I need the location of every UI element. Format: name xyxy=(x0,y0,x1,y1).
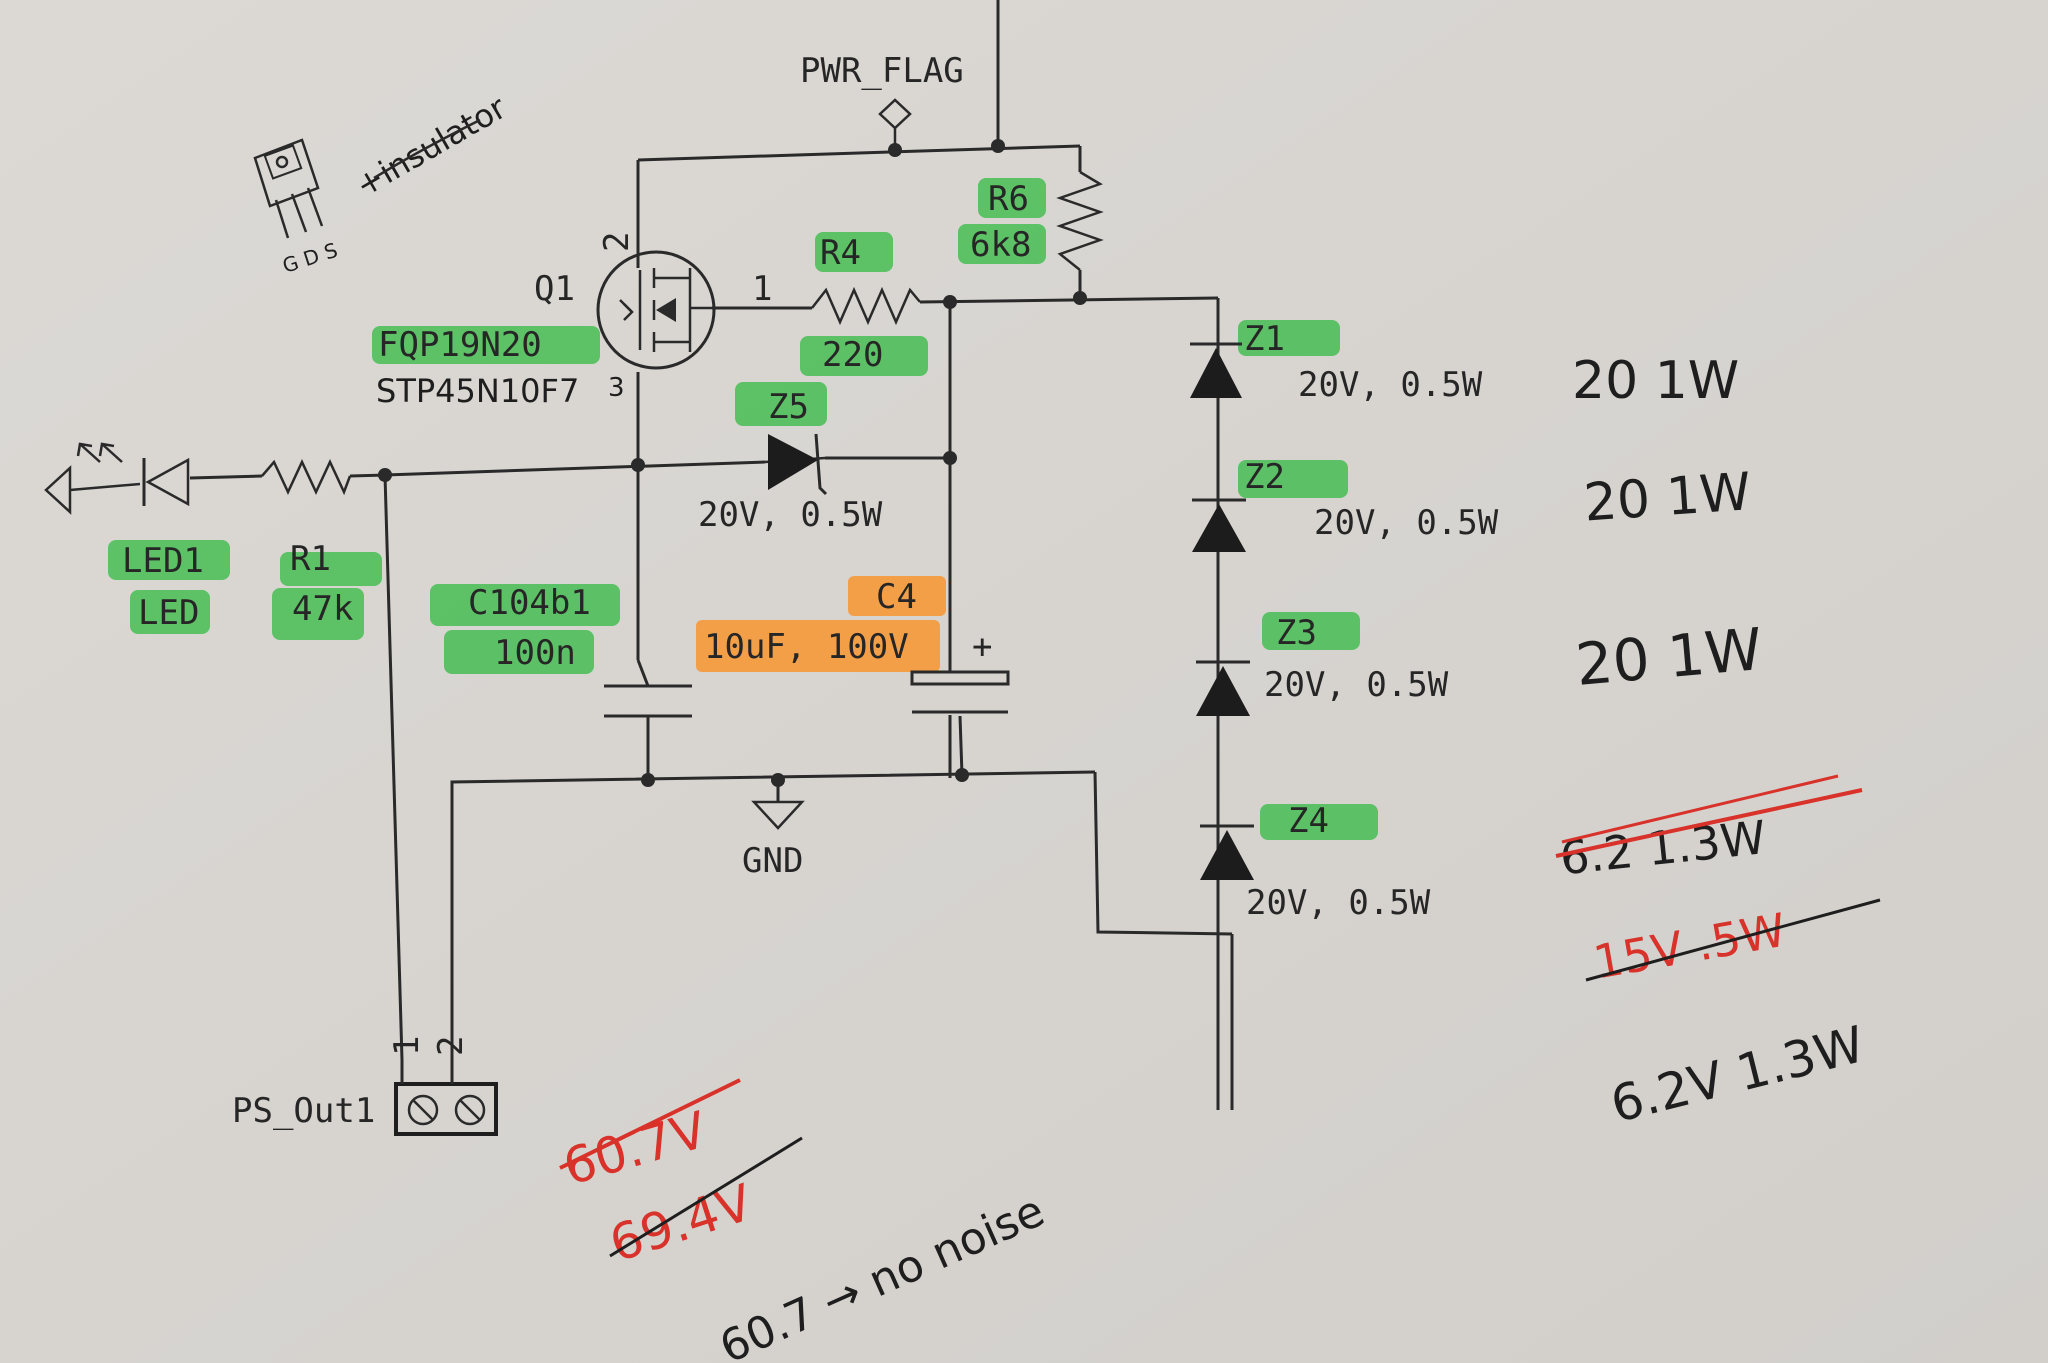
c4-polarity: + xyxy=(972,627,992,667)
z5-rating: 20V, 0.5W xyxy=(698,495,883,535)
q1-alt-part: STP45N10F7 xyxy=(376,372,579,410)
c4-value: 10uF, 100V xyxy=(704,627,909,667)
q1-drain-pin: 2 xyxy=(597,232,637,252)
highlight-z1-ref xyxy=(1238,320,1340,356)
z1-ref: Z1 xyxy=(1244,319,1285,359)
c4-ref: C4 xyxy=(876,577,917,617)
z1-note: 20 1W xyxy=(1572,351,1739,411)
pwr-flag-symbol: PWR_FLAG xyxy=(800,51,964,150)
r6-ref: R6 xyxy=(988,179,1029,219)
capacitor-c4: + C4 10uF, 100V xyxy=(704,577,1010,776)
highlight-c4-value xyxy=(696,620,940,672)
resistor-r1: R1 47k xyxy=(261,459,353,629)
highlight-led-ref xyxy=(108,540,230,580)
highlight-r1-ref xyxy=(280,552,382,586)
highlight-led-value xyxy=(130,590,210,634)
z1-rating: 20V, 0.5W xyxy=(1298,365,1483,405)
highlight-c104b1-value xyxy=(444,630,594,674)
q1-source-pin: 3 xyxy=(608,373,625,403)
highlight-c4-ref xyxy=(848,576,946,616)
highlight-r6-ref xyxy=(978,178,1046,218)
resistor-r4: R4 220 1 xyxy=(752,233,921,375)
highlight-q1-part xyxy=(372,326,600,364)
led-ref: LED1 xyxy=(122,541,204,581)
r1-value: 47k xyxy=(292,589,353,629)
r1-ref: R1 xyxy=(290,539,331,579)
zener-z5: Z5 20V, 0.5W xyxy=(698,387,883,535)
highlight-z5-ref xyxy=(735,382,827,426)
highlight-z2-ref xyxy=(1238,460,1348,498)
highlight-z3-ref xyxy=(1262,612,1360,650)
highlight-r4-ref xyxy=(815,232,893,272)
capacitor-c104b1: C104b1 100n xyxy=(468,583,692,725)
z3-note: 20 1W xyxy=(1573,615,1765,699)
z4-ref: Z4 xyxy=(1288,801,1329,841)
led-value: LED xyxy=(138,593,199,633)
connector-ps-out1: 1 2 PS_Out1 xyxy=(232,1036,498,1136)
r6-value: 6k8 xyxy=(970,225,1031,265)
c104b1-ref: C104b1 xyxy=(468,583,591,623)
q1-part: FQP19N20 xyxy=(378,325,542,365)
zener-z2: Z2 20V, 0.5W xyxy=(1192,457,1499,552)
gnd-symbol: GND xyxy=(742,780,805,881)
r4-ref: R4 xyxy=(820,233,861,273)
z3-rating: 20V, 0.5W xyxy=(1264,665,1449,705)
highlight-z4-ref xyxy=(1260,804,1378,840)
zener-z3: Z3 20V, 0.5W xyxy=(1196,613,1449,716)
highlight-c104b1-ref xyxy=(430,584,620,626)
highlight-r1-value xyxy=(272,588,364,640)
highlight-r4-value xyxy=(800,336,928,376)
r4-value: 220 xyxy=(822,335,883,375)
z2-ref: Z2 xyxy=(1244,457,1285,497)
q1-gate-pin: 1 xyxy=(752,269,772,309)
resistor-r6: R6 6k8 xyxy=(970,170,1104,271)
zener-z1: Z1 20V, 0.5W xyxy=(1190,319,1483,405)
highlight-r6-value xyxy=(958,224,1046,264)
junction-dots xyxy=(378,139,1087,787)
led-1: LED1 LED xyxy=(44,442,204,633)
c104b1-value: 100n xyxy=(494,633,576,673)
z2-note: 20 1W xyxy=(1582,462,1753,534)
pwr-flag-label: PWR_FLAG xyxy=(800,51,964,91)
z5-ref: Z5 xyxy=(768,387,809,427)
mosfet-q1: Q1 FQP19N20 STP45N10F7 3 2 xyxy=(376,232,716,410)
z2-rating: 20V, 0.5W xyxy=(1314,503,1499,543)
q1-ref: Q1 xyxy=(534,269,575,309)
connector-pin1: 1 xyxy=(387,1036,427,1056)
connector-pin2: 2 xyxy=(431,1036,471,1056)
z4-rating: 20V, 0.5W xyxy=(1246,883,1431,923)
z3-ref: Z3 xyxy=(1276,613,1317,653)
zener-z4: Z4 20V, 0.5W xyxy=(1200,801,1431,923)
gnd-label: GND xyxy=(742,841,803,881)
connector-ref: PS_Out1 xyxy=(232,1091,375,1131)
